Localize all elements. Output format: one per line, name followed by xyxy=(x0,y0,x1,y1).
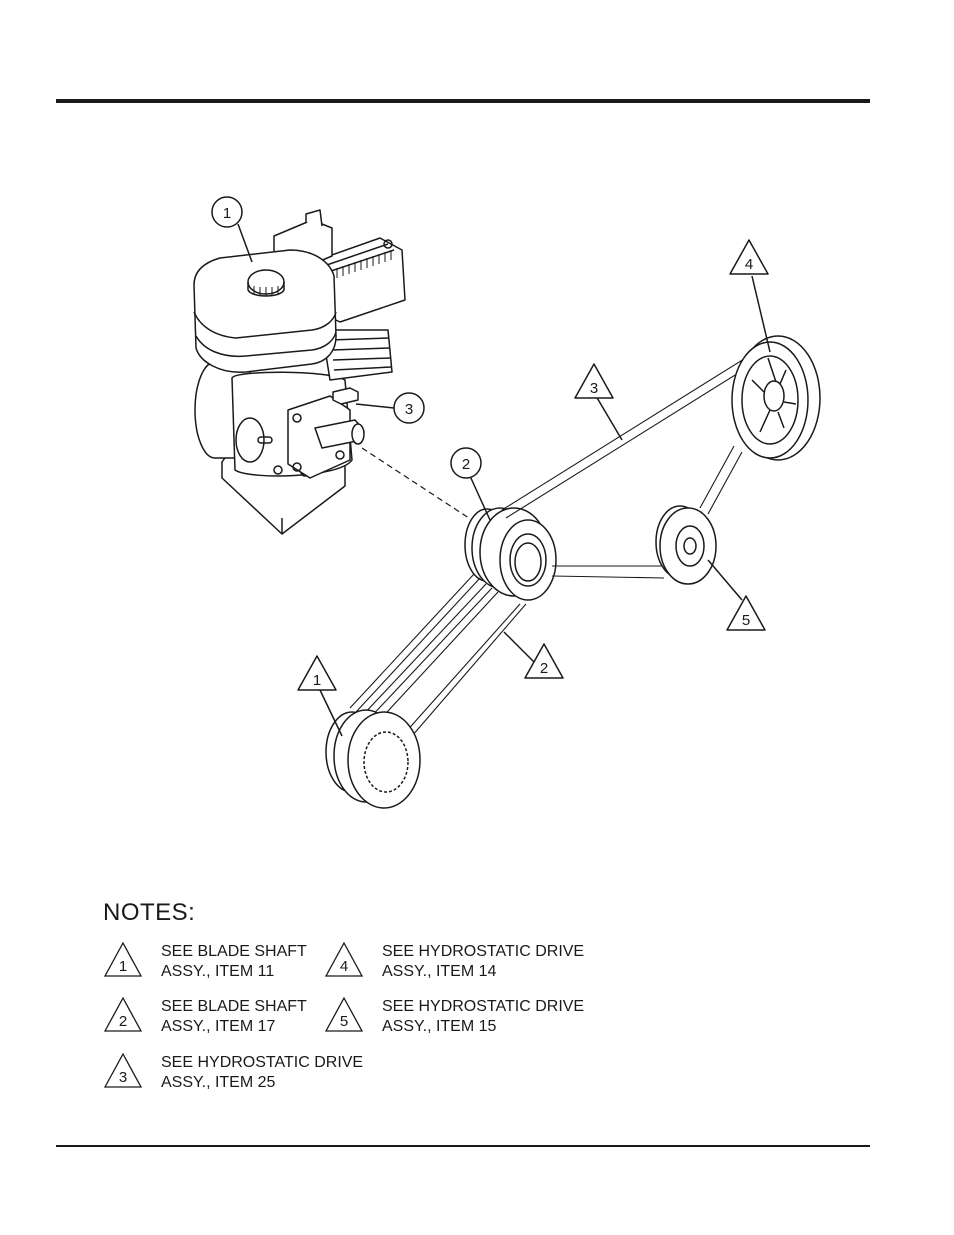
svg-text:3: 3 xyxy=(119,1069,127,1086)
callout-triangle-2-label: 2 xyxy=(540,660,548,677)
note-item-1: 1 SEE BLADE SHAFT ASSY., ITEM 11 xyxy=(104,942,344,984)
callout-triangle-3-label: 3 xyxy=(590,380,598,397)
engine-illustration xyxy=(194,210,405,534)
note-text-5: SEE HYDROSTATIC DRIVE ASSY., ITEM 15 xyxy=(382,997,584,1037)
note-item-5: 5 SEE HYDROSTATIC DRIVE ASSY., ITEM 15 xyxy=(325,997,565,1039)
note-triangle-5: 5 xyxy=(325,997,365,1033)
note-item-2: 2 SEE BLADE SHAFT ASSY., ITEM 17 xyxy=(104,997,344,1039)
note-triangle-3: 3 xyxy=(104,1053,144,1089)
callout-triangle-1-label: 1 xyxy=(313,672,321,689)
idler-pulley xyxy=(656,506,716,584)
blade-shaft-pulley xyxy=(326,710,420,808)
note-text-4: SEE HYDROSTATIC DRIVE ASSY., ITEM 14 xyxy=(382,942,584,982)
callout-triangle-5-label: 5 xyxy=(742,612,750,629)
bottom-rule xyxy=(56,1145,870,1147)
callout-circle-1-label: 1 xyxy=(223,205,231,222)
note-item-4: 4 SEE HYDROSTATIC DRIVE ASSY., ITEM 14 xyxy=(325,942,565,984)
note-triangle-1: 1 xyxy=(104,942,144,978)
svg-text:2: 2 xyxy=(119,1013,127,1030)
svg-text:5: 5 xyxy=(340,1013,348,1030)
note-text-2: SEE BLADE SHAFT ASSY., ITEM 17 xyxy=(161,997,307,1037)
note-triangle-4: 4 xyxy=(325,942,365,978)
callout-triangle-4-label: 4 xyxy=(745,256,753,273)
note-triangle-2: 2 xyxy=(104,997,144,1033)
svg-text:1: 1 xyxy=(119,958,127,975)
hydrostatic-pulley xyxy=(732,336,820,460)
belt-drive-diagram: 1 3 2 4 3 5 2 1 xyxy=(0,0,954,860)
callout-circle-2-label: 2 xyxy=(462,456,470,473)
note-text-3: SEE HYDROSTATIC DRIVE ASSY., ITEM 25 xyxy=(161,1053,363,1093)
note-text-1: SEE BLADE SHAFT ASSY., ITEM 11 xyxy=(161,942,307,982)
engine-pulley xyxy=(465,508,556,600)
callout-circle-3-label: 3 xyxy=(405,401,413,418)
svg-text:4: 4 xyxy=(340,958,348,975)
note-item-3: 3 SEE HYDROSTATIC DRIVE ASSY., ITEM 25 xyxy=(104,1053,344,1095)
notes-title: NOTES: xyxy=(103,899,195,927)
